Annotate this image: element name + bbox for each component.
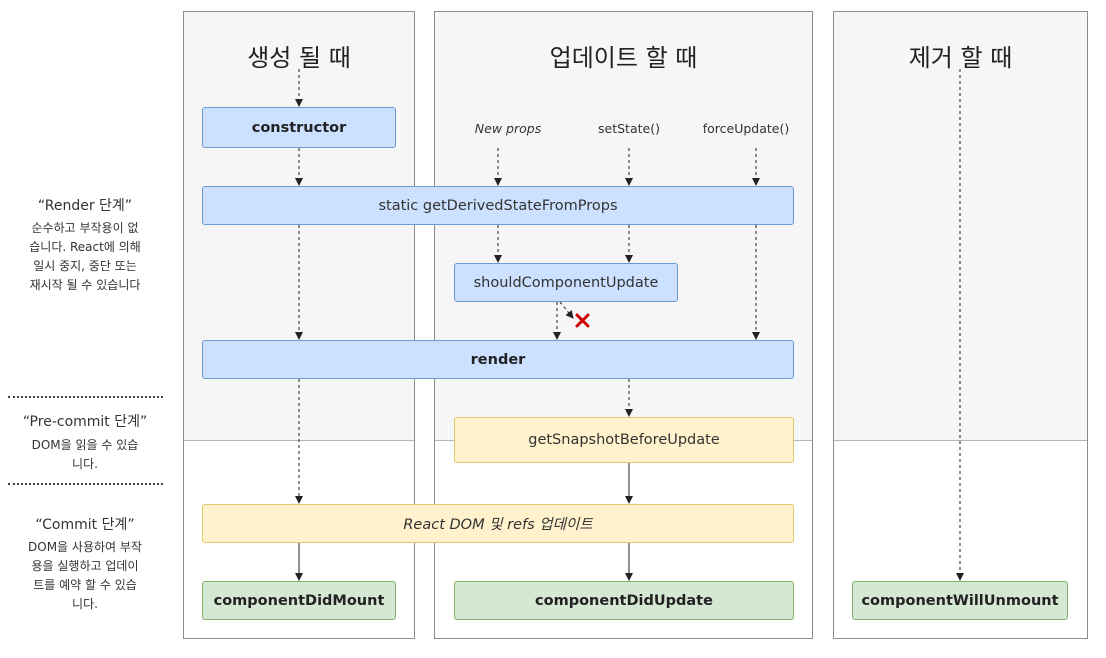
- column-update: 업데이트 할 때: [434, 11, 813, 639]
- get-derived-state-box: static getDerivedStateFromProps: [202, 186, 794, 225]
- get-snapshot-box: getSnapshotBeforeUpdate: [454, 417, 794, 463]
- component-will-unmount-box: componentWillUnmount: [852, 581, 1068, 620]
- trigger-set-state: setState(): [598, 121, 660, 136]
- render-box: render: [202, 340, 794, 379]
- phase-commit-desc-line: 용을 실행하고 업데이: [31, 559, 139, 573]
- phase-precommit-desc-line: 니다.: [72, 457, 98, 471]
- constructor-box: constructor: [202, 107, 396, 148]
- should-component-update-box: shouldComponentUpdate: [454, 263, 678, 302]
- component-did-mount-box: componentDidMount: [202, 581, 396, 620]
- phase-precommit-desc-line: DOM을 읽을 수 있습: [31, 438, 139, 452]
- phase-separator: [8, 483, 163, 485]
- trigger-new-props: New props: [474, 121, 542, 136]
- phase-render-desc: 순수하고 부작용이 없 습니다. React에 의해 일시 중지, 중단 또는 …: [10, 219, 160, 295]
- phase-commit-title: “Commit 단계”: [35, 517, 135, 533]
- column-mount: 생성 될 때: [183, 11, 415, 639]
- phase-commit-desc: DOM을 사용하여 부작 용을 실행하고 업데이 트를 예약 할 수 있습 니다…: [10, 538, 160, 614]
- phase-commit-desc-line: 트를 예약 할 수 있습: [33, 578, 137, 592]
- phase-precommit-desc: DOM을 읽을 수 있습 니다.: [10, 436, 160, 474]
- column-mount-title: 생성 될 때: [247, 44, 351, 72]
- phase-render-title: “Render 단계”: [37, 198, 133, 214]
- trigger-force-update: forceUpdate(): [702, 121, 790, 136]
- phase-render-desc-line: 순수하고 부작용이 없: [31, 221, 139, 235]
- column-shade: [834, 12, 1087, 441]
- phase-render-desc-line: 일시 중지, 중단 또는: [33, 259, 137, 273]
- phase-commit-desc-line: DOM을 사용하여 부작: [28, 540, 142, 554]
- dom-update-box: React DOM 및 refs 업데이트: [202, 504, 794, 543]
- component-did-update-box: componentDidUpdate: [454, 581, 794, 620]
- phase-separator: [8, 396, 163, 398]
- phase-precommit-title: “Pre-commit 단계”: [22, 414, 148, 430]
- column-unmount: 제거 할 때: [833, 11, 1088, 639]
- phase-render-desc-line: 재시작 될 수 있습니다: [29, 278, 141, 292]
- phase-render-desc-line: 습니다. React에 의해: [29, 240, 141, 254]
- column-update-title: 업데이트 할 때: [549, 44, 698, 72]
- phase-commit-desc-line: 니다.: [72, 597, 98, 611]
- column-unmount-title: 제거 할 때: [908, 44, 1013, 72]
